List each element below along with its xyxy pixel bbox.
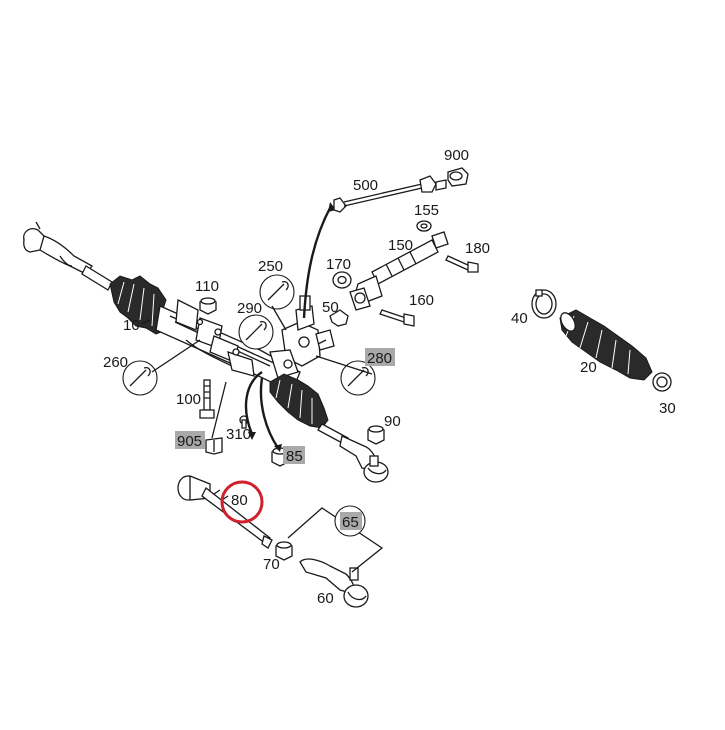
callout-280[interactable]: 280 xyxy=(367,350,392,367)
tool-icon-250 xyxy=(259,274,295,310)
callout-160[interactable]: 160 xyxy=(409,292,434,309)
bolt-160 xyxy=(379,309,415,327)
intermediate-shaft-500 xyxy=(333,175,447,213)
bellows-kit-20 xyxy=(559,309,653,381)
callout-20[interactable]: 20 xyxy=(580,359,597,376)
callout-500[interactable]: 500 xyxy=(353,177,378,194)
universal-joint-150 xyxy=(349,231,449,311)
outer-tie-rod-end-60 xyxy=(299,558,369,608)
callout-110[interactable]: 110 xyxy=(195,278,219,295)
arrow-310 xyxy=(244,371,263,435)
tool-icon-280 xyxy=(340,360,376,396)
callout-905[interactable]: 905 xyxy=(177,433,202,450)
callout-80[interactable]: 80 xyxy=(231,492,248,509)
nut-90 xyxy=(367,425,385,445)
seal-170 xyxy=(332,271,352,289)
callout-170[interactable]: 170 xyxy=(326,256,351,273)
callout-900[interactable]: 900 xyxy=(444,147,469,164)
callout-65[interactable]: 65 xyxy=(342,514,359,531)
valve-housing xyxy=(269,295,335,379)
cap-900 xyxy=(447,167,469,187)
callout-180[interactable]: 180 xyxy=(465,240,490,257)
callout-310[interactable]: 310 xyxy=(226,426,251,443)
nut-70 xyxy=(275,541,293,561)
callout-150[interactable]: 150 xyxy=(388,237,413,254)
clamp-30 xyxy=(652,372,672,392)
callout-70[interactable]: 70 xyxy=(263,556,280,573)
arrow-85 xyxy=(259,377,279,449)
callout-100[interactable]: 100 xyxy=(176,391,201,408)
right-tie-rod-end xyxy=(339,435,389,483)
bolt-100 xyxy=(199,379,215,419)
tool-icon-290 xyxy=(238,314,274,350)
left-tie-rod-end xyxy=(23,221,113,291)
washer-155 xyxy=(416,220,432,232)
callout-90[interactable]: 90 xyxy=(384,413,401,430)
steering-rack-housing xyxy=(109,275,349,445)
callout-40[interactable]: 40 xyxy=(511,310,528,327)
callout-85[interactable]: 85 xyxy=(286,448,303,465)
callout-50[interactable]: 50 xyxy=(322,299,339,316)
arrow-500 xyxy=(302,207,332,319)
clamp-40 xyxy=(531,289,557,319)
selection-ring-80 xyxy=(220,480,264,524)
right-rack-bellows xyxy=(269,373,329,429)
callout-30[interactable]: 30 xyxy=(659,400,676,417)
callout-60[interactable]: 60 xyxy=(317,590,334,607)
callout-250[interactable]: 250 xyxy=(258,258,283,275)
callout-260[interactable]: 260 xyxy=(103,354,128,371)
callout-10[interactable]: 10 xyxy=(123,317,140,334)
nut-110 xyxy=(199,297,217,315)
callout-155[interactable]: 155 xyxy=(414,202,439,219)
clip-50 xyxy=(329,309,349,327)
leader-lines xyxy=(141,305,373,439)
bracket-905 xyxy=(205,437,223,455)
bolt-180 xyxy=(445,255,479,273)
callout-290[interactable]: 290 xyxy=(237,300,262,317)
tool-icon-260 xyxy=(122,360,158,396)
